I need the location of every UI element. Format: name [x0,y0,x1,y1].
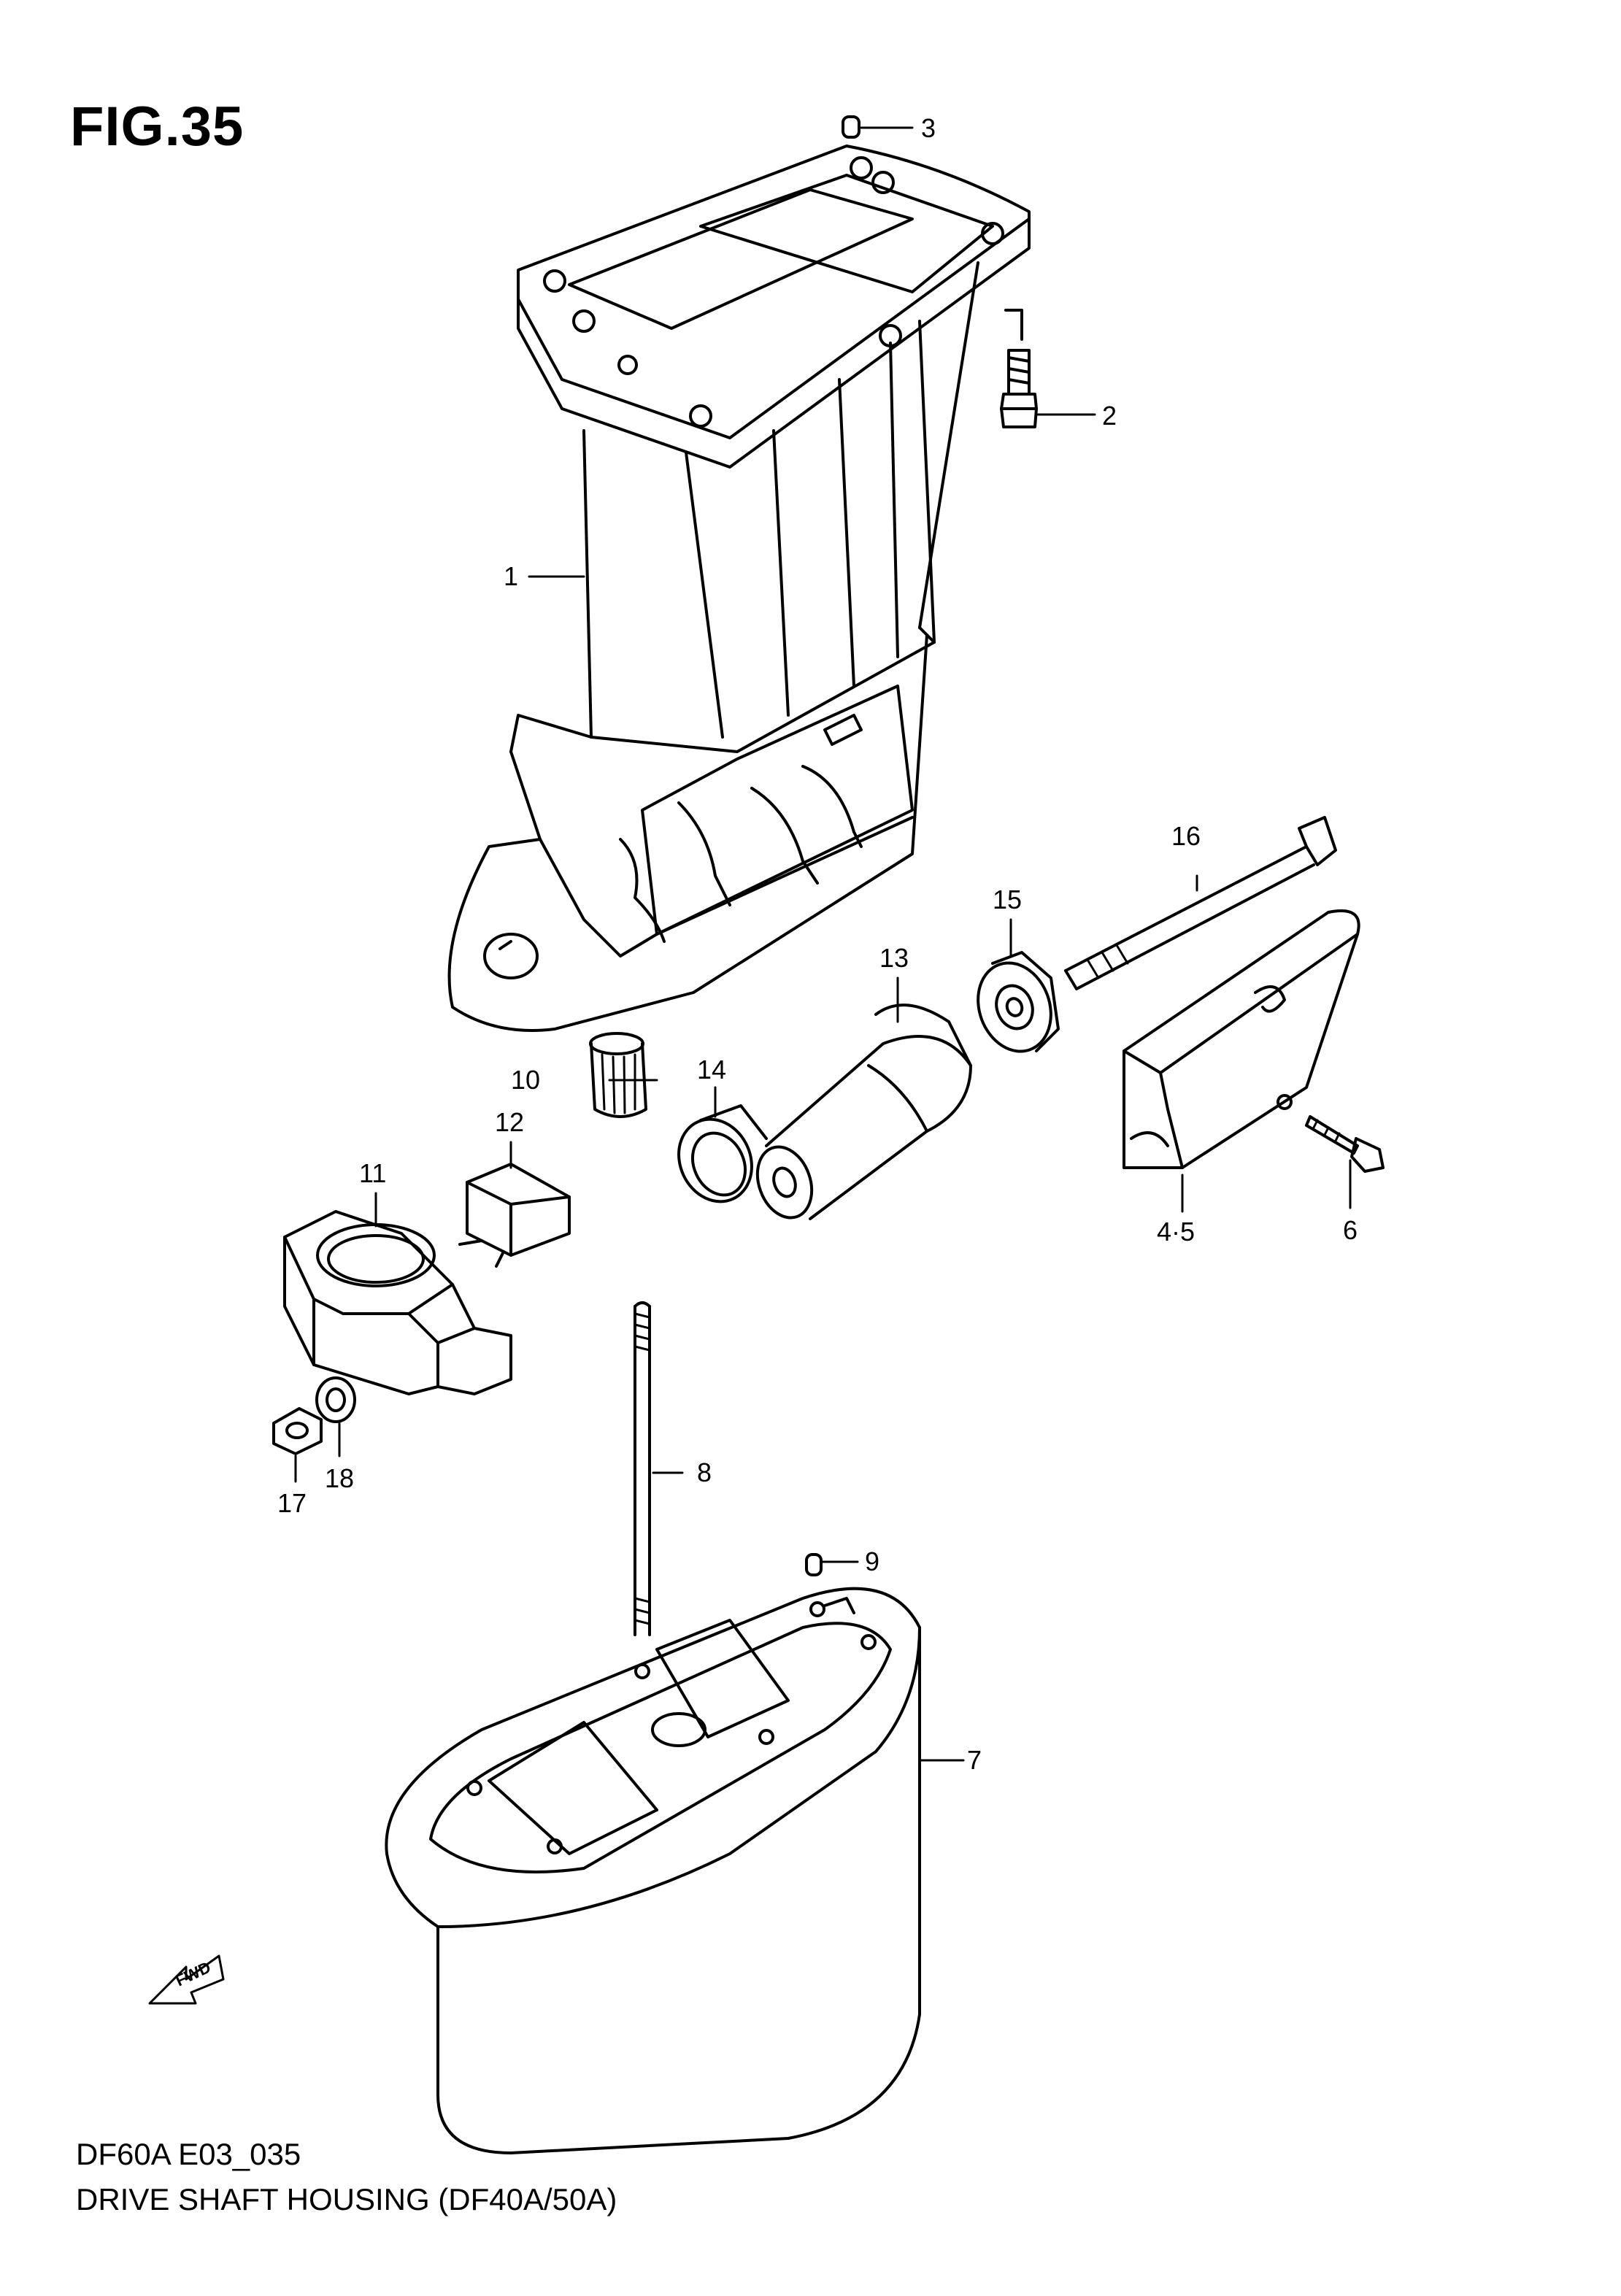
callout-18: 18 [325,1463,354,1493]
nut-part-17 [272,1407,323,1455]
bolt-part-2 [1000,309,1038,428]
callout-11: 11 [359,1158,386,1188]
lower-housing-part-7 [385,1587,921,2154]
callout-7: 7 [967,1745,982,1775]
callout-10: 10 [511,1065,540,1095]
callout-13: 13 [879,943,909,973]
fwd-arrow-icon: FWD [148,1954,225,2005]
callout-3: 3 [921,113,936,143]
figure-caption: DRIVE SHAFT HOUSING (DF40A/50A) [76,2182,617,2216]
drive-shaft-housing-part [447,145,1031,1032]
figure-title: FIG.35 [70,96,245,158]
callout-16: 16 [1171,821,1201,851]
figure-code: DF60A E03_035 [76,2137,301,2171]
sensor-part-12 [458,1163,571,1268]
bushing-part-10 [589,1032,647,1118]
callout-8: 8 [697,1457,712,1487]
sleeve-part-13 [755,1003,972,1220]
stud-part-8 [634,1301,651,1636]
dowel-pin-part-9 [805,1553,823,1576]
cover-part-4-5 [1123,909,1360,1169]
leader-lines [294,126,1352,1762]
ring-part-14 [677,1104,768,1203]
bushing-part-15 [977,951,1060,1053]
washer-part-18 [315,1376,356,1423]
upper-mount-part-11 [283,1210,512,1395]
callout-2: 2 [1102,401,1117,431]
callout-14: 14 [697,1055,726,1085]
callout-15: 15 [993,885,1022,914]
callout-4-5: 4·5 [1157,1217,1195,1247]
long-bolt-part-16 [1064,816,1337,990]
callout-17: 17 [277,1488,307,1518]
callout-9: 9 [865,1546,879,1576]
callout-6: 6 [1343,1215,1358,1245]
dowel-pin-part-3 [842,115,860,139]
callout-1: 1 [504,561,518,591]
callout-12: 12 [495,1107,524,1137]
bolt-part-6 [1305,1115,1385,1173]
callout-labels: 3 2 1 16 15 13 10 14 12 11 4·5 6 8 17 18… [277,113,1358,1775]
